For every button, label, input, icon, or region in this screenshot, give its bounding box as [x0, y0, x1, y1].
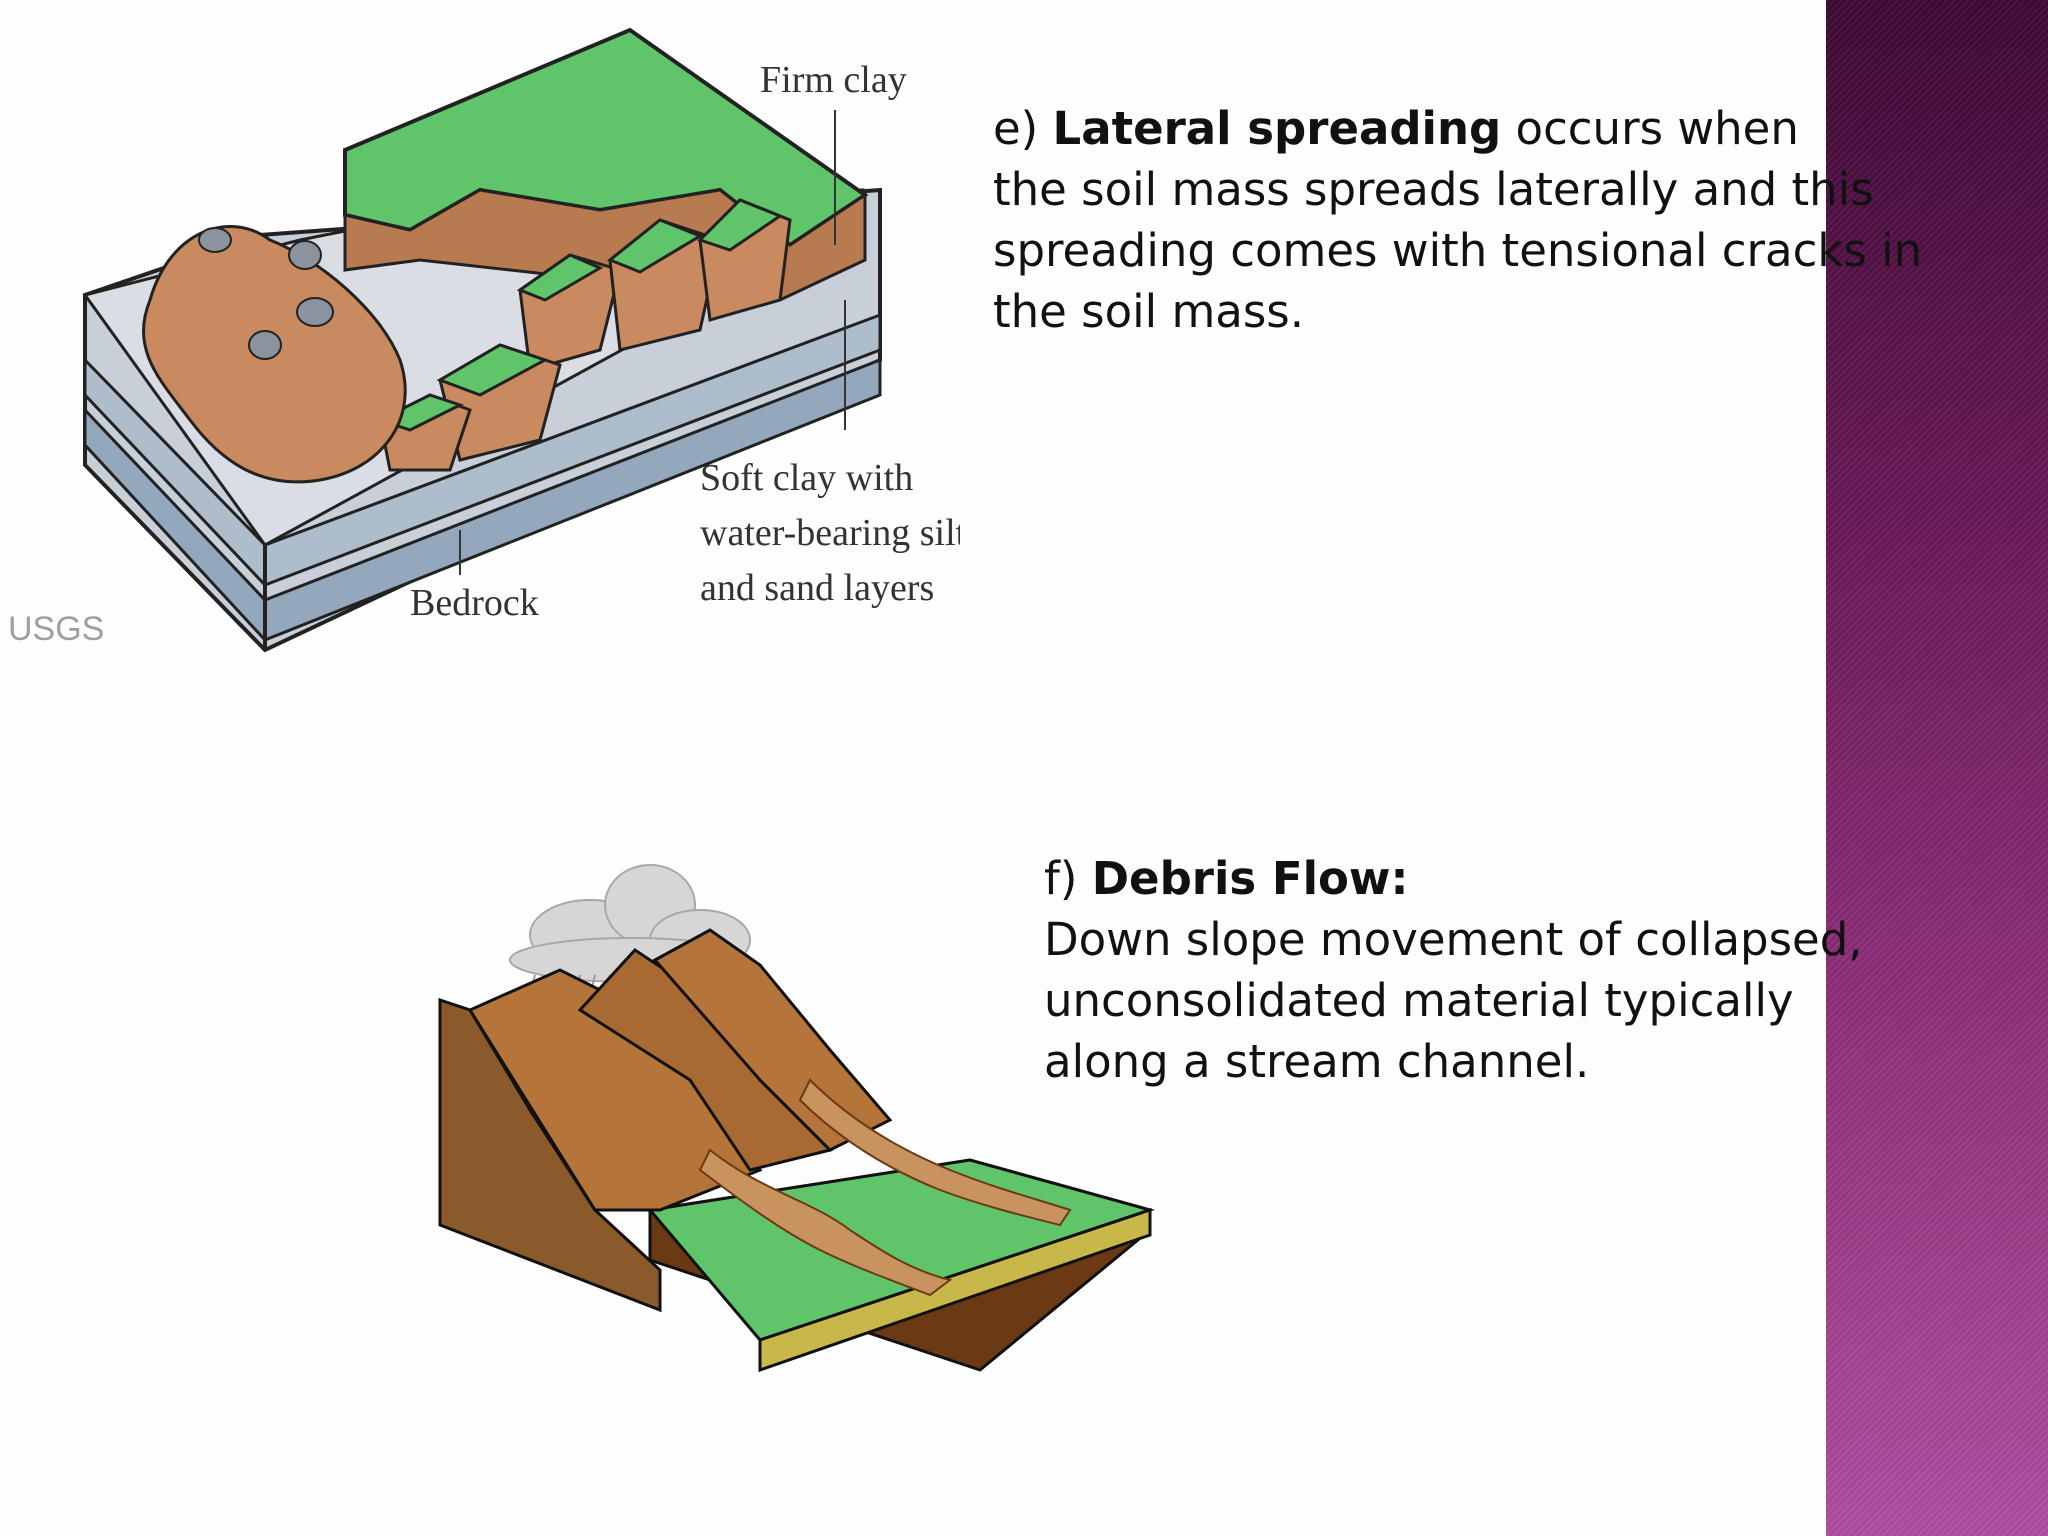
decorative-sidebar	[1826, 0, 2048, 1536]
section-e-line4: the soil mass.	[993, 285, 1305, 338]
label-firm-clay: Firm clay	[760, 59, 907, 101]
section-f-line4: along a stream channel.	[1044, 1035, 1590, 1088]
lateral-spreading-diagram: Firm clay Soft clay with water-bearing s…	[8, 27, 960, 653]
label-soft-clay-1: Soft clay with	[700, 457, 913, 499]
section-f-prefix: f)	[1044, 852, 1092, 905]
section-e-line2: the soil mass spreads laterally and this	[993, 163, 1874, 216]
label-bedrock: Bedrock	[410, 582, 539, 624]
section-f-line3: unconsolidated material typically	[1044, 974, 1794, 1027]
section-e-line3: spreading comes with tensional cracks in	[993, 224, 1923, 277]
section-e-term: Lateral spreading	[1052, 102, 1502, 155]
section-e-line1-rest: occurs when	[1501, 102, 1799, 155]
section-f-term: Debris Flow:	[1091, 852, 1409, 905]
section-e-prefix: e)	[993, 102, 1053, 155]
credit-usgs: USGS	[8, 610, 104, 648]
section-f-line2: Down slope movement of collapsed,	[1044, 913, 1863, 966]
section-f-text: f) Debris Flow: Down slope movement of c…	[1044, 848, 1863, 1092]
section-e-text: e) Lateral spreading occurs when the soi…	[993, 98, 1922, 342]
label-soft-clay-3: and sand layers	[700, 567, 934, 609]
debris-flow-diagram	[438, 864, 1156, 1373]
label-soft-clay-2: water-bearing silt	[700, 512, 960, 554]
